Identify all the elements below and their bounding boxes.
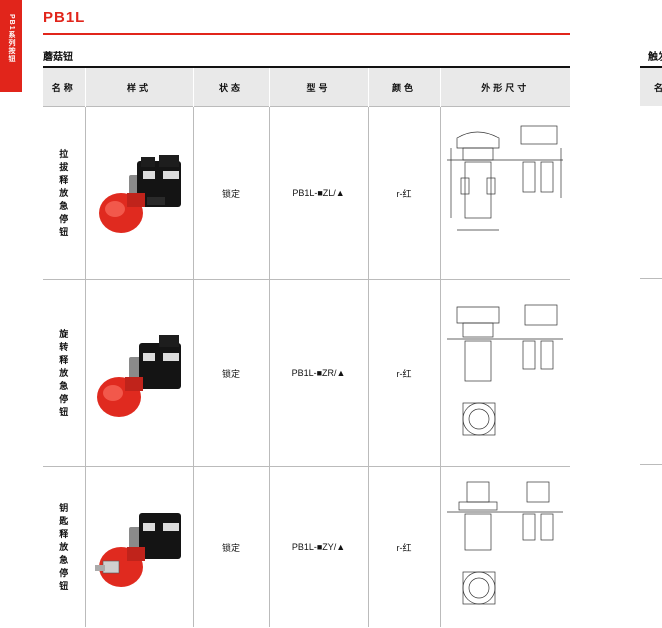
product-name: 钥匙释放急停钮	[59, 502, 69, 591]
cell-dimensions	[440, 466, 570, 627]
cell-state: 锁定	[193, 279, 270, 467]
header-state: 状态	[193, 68, 270, 107]
next-page-header-label: 名	[654, 83, 662, 93]
cell-dimensions	[440, 279, 570, 467]
cell-state: 锁定	[193, 106, 270, 280]
model-label: PB1L-■ZY/▲	[291, 542, 346, 552]
cell-color: r-红	[368, 279, 441, 467]
table-row: 旋转释放急停钮 锁定 PB1L-■ZR/▲ r-红	[43, 279, 570, 467]
cell-image	[85, 279, 194, 467]
color-label: r-红	[396, 542, 412, 553]
cell-model: PB1L-■ZY/▲	[269, 466, 369, 627]
dimension-drawing	[447, 481, 564, 605]
cell-name: 拉拔释放急停钮	[43, 106, 86, 280]
next-page-row-line	[640, 278, 662, 279]
model-label: PB1L-■ZR/▲	[291, 368, 346, 378]
next-page-section-title: 触发	[648, 52, 662, 63]
header-name: 名称	[43, 68, 86, 107]
next-page-header: 名	[640, 68, 662, 106]
dimension-drawing	[447, 125, 564, 231]
title-divider	[43, 33, 570, 35]
section-title: 蘑菇钮	[43, 52, 73, 63]
cell-image	[85, 466, 194, 627]
cell-dimensions	[440, 106, 570, 280]
table-row: 钥匙释放急停钮 锁定 PB1L-■ZY/▲ r-红	[43, 466, 570, 627]
cell-name: 钥匙释放急停钮	[43, 466, 86, 627]
dimension-drawing	[447, 304, 564, 436]
twist-release-button-image	[97, 335, 181, 417]
header-style: 样式	[85, 68, 194, 107]
product-name: 拉拔释放急停钮	[59, 148, 69, 237]
section-divider	[43, 66, 570, 68]
cell-model: PB1L-■ZR/▲	[269, 279, 369, 467]
next-page-divider	[640, 66, 662, 68]
pull-release-button-image	[99, 155, 181, 233]
color-label: r-红	[396, 188, 412, 199]
state-label: 锁定	[221, 368, 240, 379]
state-label: 锁定	[221, 188, 240, 199]
cell-state: 锁定	[193, 466, 270, 627]
table-header-row: 名称 样式 状态 型号 颜色 外形尺寸	[43, 68, 570, 107]
sidebar-tab: PB1系列按钮	[0, 0, 22, 92]
model-label: PB1L-■ZL/▲	[292, 188, 345, 198]
cell-color: r-红	[368, 466, 441, 627]
cell-color: r-红	[368, 106, 441, 280]
product-name: 旋转释放急停钮	[59, 328, 69, 417]
header-dimensions: 外形尺寸	[440, 68, 570, 107]
header-color: 颜色	[368, 68, 441, 107]
table-row: 拉拔释放急停钮 锁定 PB1L-■ZL/▲ r-红	[43, 106, 570, 280]
page-title: PB1L	[43, 9, 86, 26]
header-model: 型号	[269, 68, 369, 107]
cell-name: 旋转释放急停钮	[43, 279, 86, 467]
sidebar-label: PB1系列按钮	[8, 14, 15, 63]
color-label: r-红	[396, 368, 412, 379]
product-table: 名称 样式 状态 型号 颜色 外形尺寸 拉拔释放急停钮	[43, 68, 570, 627]
state-label: 锁定	[221, 542, 240, 553]
key-release-button-image	[95, 513, 181, 587]
cell-model: PB1L-■ZL/▲	[269, 106, 369, 280]
cell-image	[85, 106, 194, 280]
next-page-row-line	[640, 464, 662, 465]
